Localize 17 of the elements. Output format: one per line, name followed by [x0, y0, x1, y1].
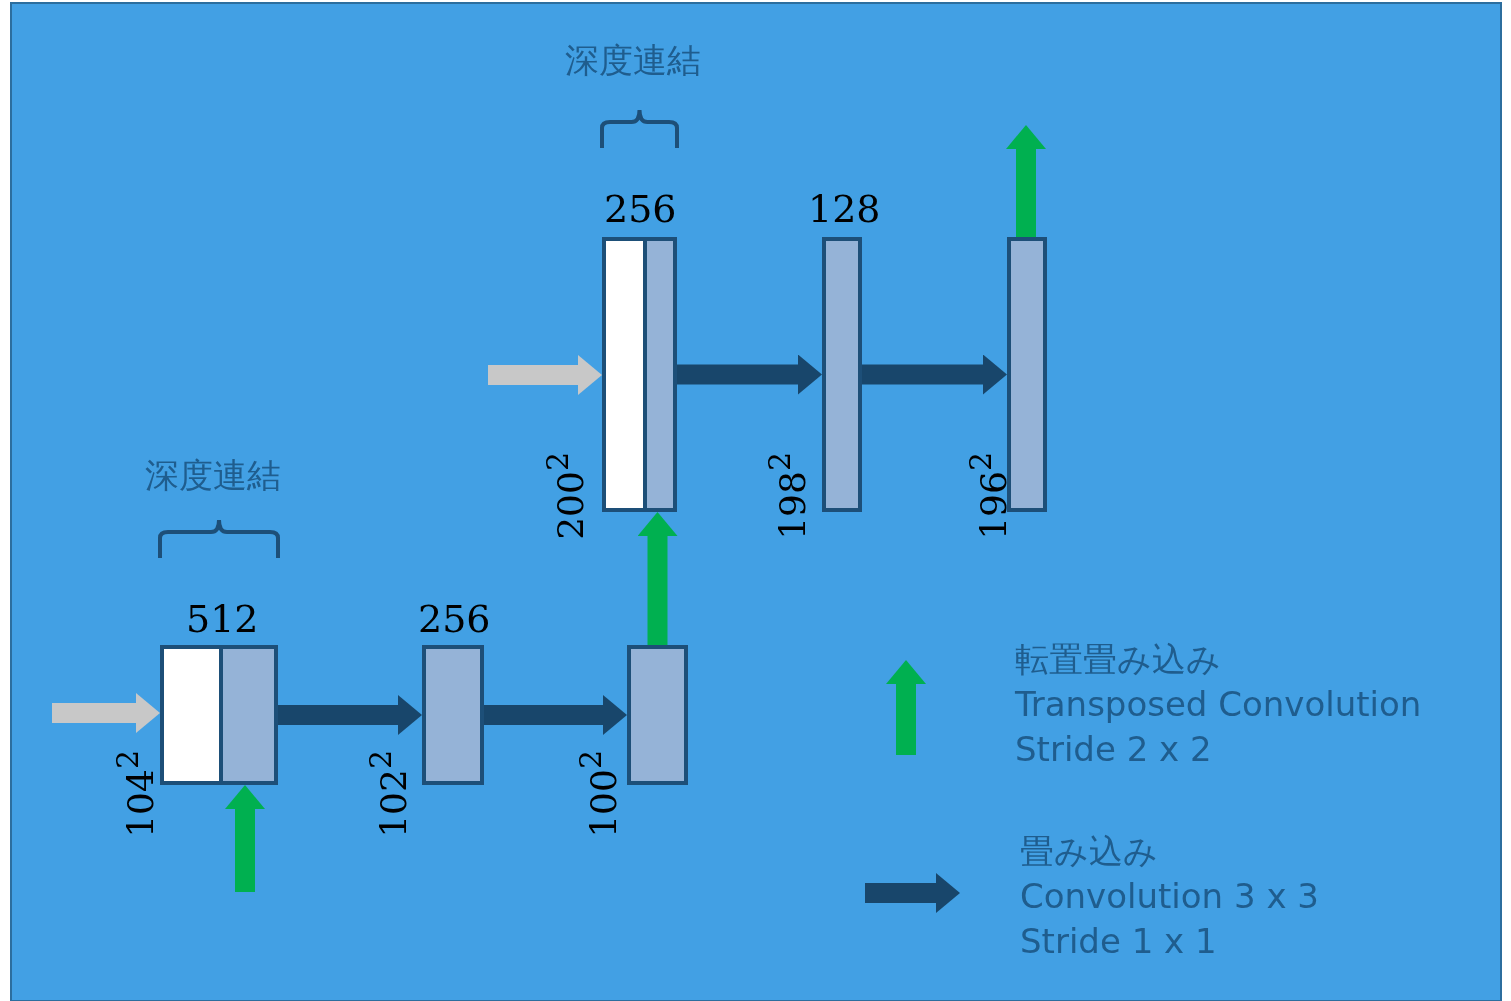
arrow [1006, 125, 1046, 237]
legend-text: 転置畳み込み Transposed Convolution Stride 2 x 2 [1015, 638, 1423, 771]
annotation-text: 深度連結 [145, 458, 281, 492]
arrow [278, 695, 422, 735]
channel-count: 512 [186, 600, 259, 638]
arrow [862, 354, 1007, 395]
legend-text: 畳み込み Convolution 3 x 3 Stride 1 x 1 [1020, 830, 1320, 963]
arrow [637, 512, 678, 645]
arrow [225, 785, 265, 892]
arrow [52, 693, 160, 733]
channel-count: 256 [604, 190, 677, 228]
arrow [677, 354, 822, 395]
channel-count: 256 [418, 600, 491, 638]
channel-count: 128 [808, 190, 881, 228]
annotation-text: 深度連結 [565, 43, 701, 77]
arrow [488, 355, 602, 395]
arrow [484, 695, 627, 735]
